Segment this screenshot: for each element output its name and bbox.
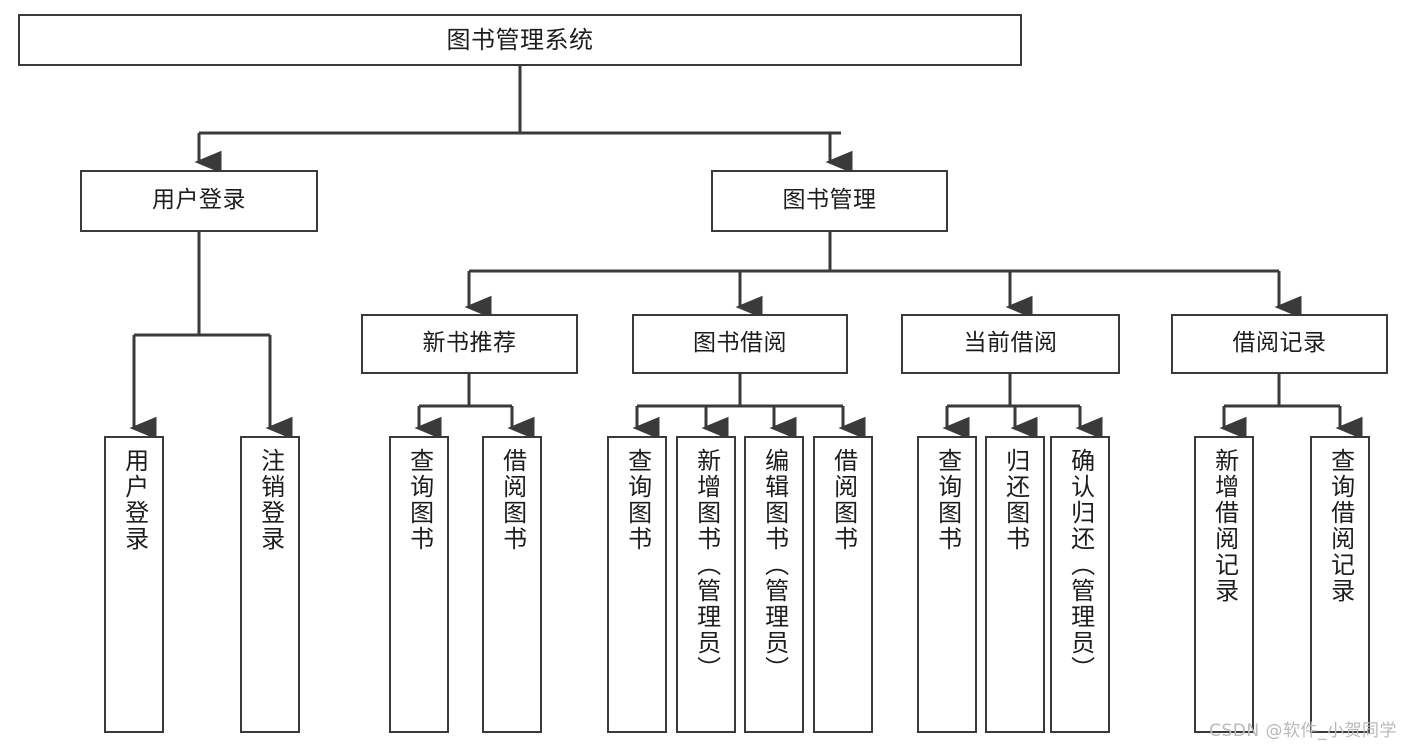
node-label: 编辑图书（管理员） — [760, 448, 789, 682]
node-borrow-record[interactable]: 借阅记录 — [1171, 314, 1388, 374]
node-book-management[interactable]: 图书管理 — [711, 170, 948, 232]
node-label: 用户登录 — [152, 187, 246, 214]
leaf-current-borrow-return-books[interactable]: 归还图书 — [985, 436, 1045, 733]
leaf-book-borrow-edit-book-admin[interactable]: 编辑图书（管理员） — [744, 436, 804, 733]
node-label: 查询图书 — [405, 448, 434, 552]
node-new-book-recommendation[interactable]: 新书推荐 — [361, 314, 578, 374]
node-book-borrow[interactable]: 图书借阅 — [632, 314, 848, 374]
leaf-book-borrow-borrow-books[interactable]: 借阅图书 — [813, 436, 873, 733]
node-label: 新增图书（管理员） — [692, 448, 721, 682]
node-user-login[interactable]: 用户登录 — [80, 170, 318, 232]
leaf-book-borrow-query-books[interactable]: 查询图书 — [607, 436, 667, 733]
node-label: 借阅图书 — [498, 448, 527, 552]
node-label: 用户登录 — [120, 448, 149, 552]
leaf-borrow-record-query-record[interactable]: 查询借阅记录 — [1310, 436, 1370, 733]
leaf-new-book-query-books[interactable]: 查询图书 — [389, 436, 449, 733]
node-label: 借阅记录 — [1232, 330, 1327, 357]
node-root-library-management-system[interactable]: 图书管理系统 — [18, 14, 1022, 66]
leaf-user-login-signin[interactable]: 用户登录 — [104, 436, 164, 733]
node-label: 归还图书 — [1001, 448, 1030, 552]
node-label: 图书管理系统 — [446, 25, 594, 54]
node-label: 确认归还（管理员） — [1066, 448, 1095, 682]
leaf-new-book-borrow-books[interactable]: 借阅图书 — [482, 436, 542, 733]
node-label: 借阅图书 — [829, 448, 858, 552]
node-current-borrow[interactable]: 当前借阅 — [901, 314, 1120, 374]
node-label: 新书推荐 — [422, 330, 517, 357]
watermark: CSDN @软件_小贺同学 — [1209, 721, 1397, 741]
node-label: 当前借阅 — [963, 330, 1058, 357]
leaf-current-borrow-query-books[interactable]: 查询图书 — [917, 436, 977, 733]
leaf-user-login-signout[interactable]: 注销登录 — [240, 436, 300, 733]
leaf-book-borrow-add-book-admin[interactable]: 新增图书（管理员） — [676, 436, 736, 733]
node-label: 注销登录 — [256, 448, 285, 552]
leaf-current-borrow-confirm-return-admin[interactable]: 确认归还（管理员） — [1050, 436, 1110, 733]
leaf-borrow-record-add-record[interactable]: 新增借阅记录 — [1194, 436, 1254, 733]
node-label: 查询借阅记录 — [1326, 448, 1355, 604]
node-label: 图书管理 — [782, 187, 877, 214]
node-label: 查询图书 — [933, 448, 962, 552]
node-label: 查询图书 — [623, 448, 652, 552]
node-label: 新增借阅记录 — [1210, 448, 1239, 604]
node-label: 图书借阅 — [693, 330, 787, 357]
